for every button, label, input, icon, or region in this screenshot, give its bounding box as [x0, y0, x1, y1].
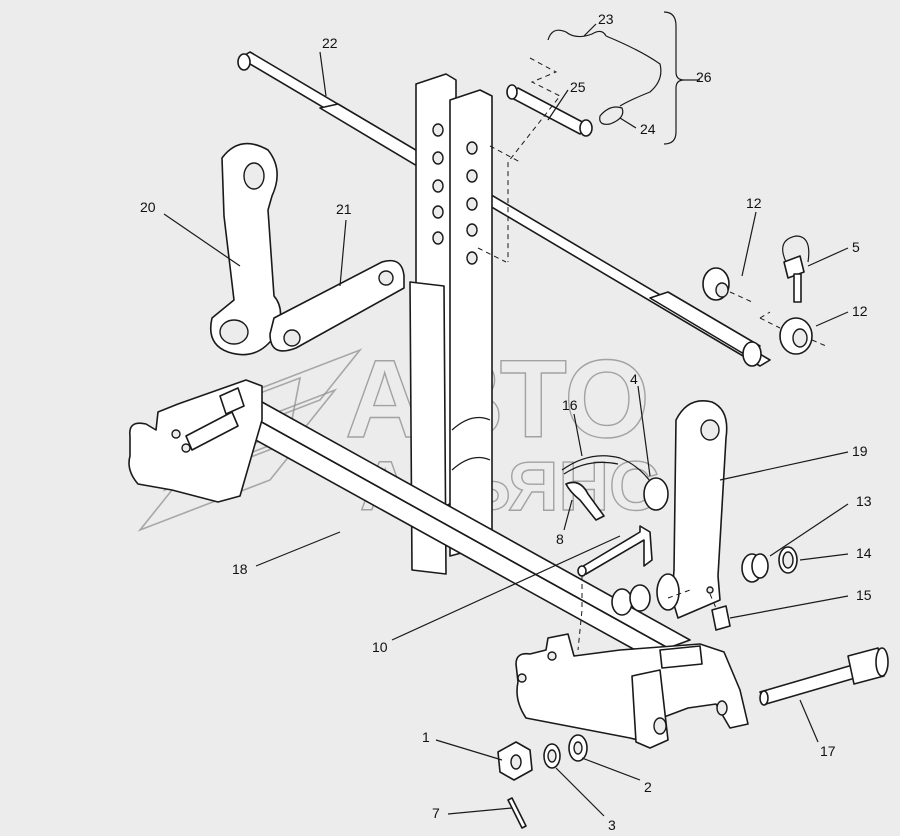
part-10-pin [577, 525, 653, 577]
right-hook-bracket [515, 633, 749, 749]
callouts: 22 23 25 24 26 20 21 12 5 12 16 4 19 8 1… [140, 11, 872, 833]
part-14-washer [778, 546, 798, 574]
callout-12-top: 12 [746, 195, 762, 211]
callout-13: 13 [856, 493, 872, 509]
callout-5: 5 [852, 239, 860, 255]
part-7-cotter-pin [507, 797, 527, 829]
part-1-nut [497, 741, 533, 781]
part-13-bushing [741, 553, 769, 583]
part-15-grease-fitting [709, 593, 731, 631]
bushing-pair [611, 584, 651, 616]
callout-1: 1 [422, 729, 430, 745]
part-12-collar-b [759, 317, 827, 355]
callout-18: 18 [232, 561, 248, 577]
part-2-washer [568, 734, 588, 762]
callout-26: 26 [696, 69, 712, 85]
part-3-washer [543, 743, 561, 769]
watermark: АВТО АЛЬЯНС [137, 337, 660, 532]
callout-10: 10 [372, 639, 388, 655]
callout-2: 2 [644, 779, 652, 795]
callout-25: 25 [570, 79, 586, 95]
callout-19: 19 [852, 443, 868, 459]
callout-12-right: 12 [852, 303, 868, 319]
callout-7: 7 [432, 805, 440, 821]
part-17-bolt [759, 647, 889, 706]
part-5-lynch-pin [782, 235, 810, 303]
part-20-arm [209, 142, 282, 356]
callout-4: 4 [630, 371, 638, 387]
part-12-collar-a [702, 267, 753, 303]
callout-20: 20 [140, 199, 156, 215]
callout-8: 8 [556, 531, 564, 547]
part-25-pin [506, 84, 593, 137]
callout-16: 16 [562, 397, 578, 413]
assembly-guides [477, 57, 771, 651]
callout-14: 14 [856, 545, 872, 561]
callout-22: 22 [322, 35, 338, 51]
callout-15: 15 [856, 587, 872, 603]
callout-23: 23 [598, 11, 614, 27]
bracket-26 [663, 11, 685, 145]
part-23-clip [547, 29, 662, 107]
part-24-clip [599, 106, 624, 125]
callout-17: 17 [820, 743, 836, 759]
part-19-link [656, 400, 728, 619]
watermark-line1: АВТО [345, 338, 650, 461]
left-hook-bracket [128, 379, 263, 503]
callout-21: 21 [336, 201, 352, 217]
leader-lines [163, 23, 849, 817]
callout-3: 3 [608, 817, 616, 833]
part-21-link [269, 259, 405, 352]
callout-24: 24 [640, 121, 656, 137]
part-16-chain [561, 455, 669, 521]
